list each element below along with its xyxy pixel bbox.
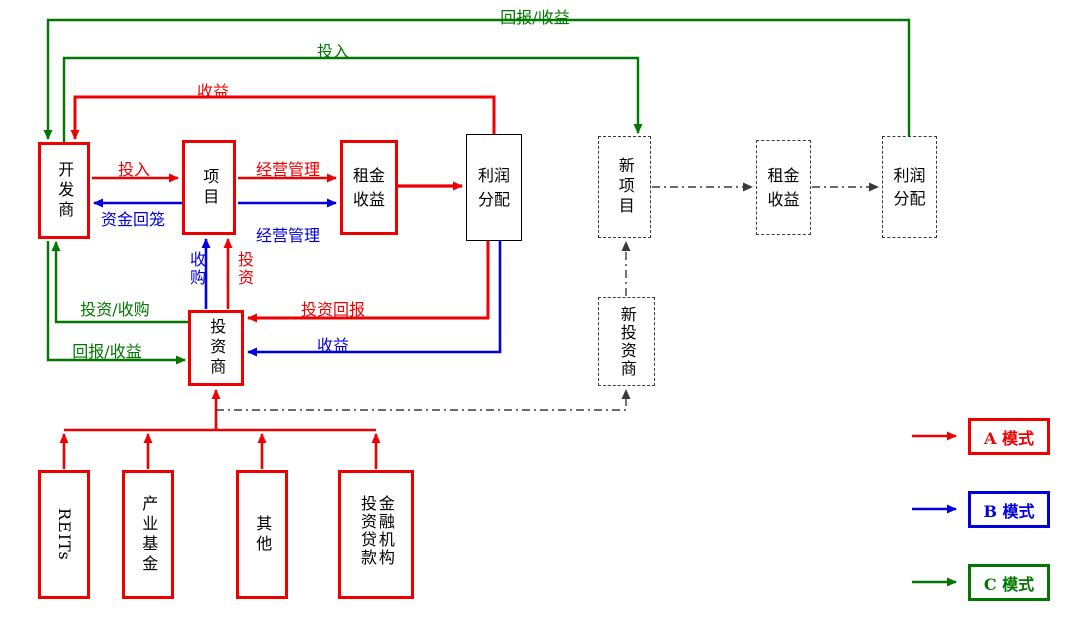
arrow-invest-top	[62, 56, 643, 142]
node-project-label: 项目	[200, 167, 220, 208]
label-return-income-left: 回报/收益	[72, 342, 142, 361]
label-acquire: 收购	[187, 251, 206, 287]
node-other: 其他	[236, 470, 288, 599]
node-industry-fund-label: 产业基金	[139, 494, 159, 575]
node-new-project-label: 新项目	[615, 157, 635, 217]
node-profit-distribution: 利润 分配	[466, 134, 522, 241]
label-income-to-investor: 收益	[316, 336, 350, 355]
legend-mode-a-label: A 模式	[984, 428, 1034, 448]
node-developer-label: 开发商	[55, 160, 75, 221]
arrow-return-income-top	[43, 18, 911, 140]
label-invest-top: 投入	[316, 42, 350, 61]
node-reits: REITs	[38, 470, 90, 599]
label-invest-up: 投资	[235, 251, 254, 287]
node-other-label: 其他	[253, 514, 273, 555]
node-rent-income-label: 租金 收益	[352, 166, 385, 209]
node-industry-fund: 产业基金	[122, 470, 174, 599]
label-operation-mgmt-a: 经营管理	[255, 160, 321, 179]
label-investment-return: 投资回报	[300, 300, 366, 319]
arrow-income-to-investor	[247, 241, 502, 357]
node-developer: 开发商	[38, 142, 90, 239]
label-capital-return: 资金回笼	[100, 210, 166, 229]
legend-mode-b-label: B 模式	[983, 501, 1035, 521]
node-financial-institution-label: 金融机构投资贷款	[358, 494, 395, 567]
label-invest-dev-proj: 投入	[117, 160, 151, 179]
node-rent-income-new: 租金 收益	[756, 140, 811, 235]
node-profit-distribution-new-label: 利润 分配	[893, 165, 926, 208]
legend-mode-c: C 模式	[968, 564, 1050, 601]
node-profit-distribution-label: 利润 分配	[477, 166, 510, 209]
node-project: 项目	[182, 140, 236, 235]
node-new-investor-label: 新投资商	[617, 305, 637, 378]
legend-mode-c-label: C 模式	[983, 574, 1035, 594]
arrow-investment-return	[247, 241, 490, 323]
label-invest-acquire: 投资/收购	[80, 300, 150, 319]
label-operation-mgmt-b: 经营管理	[255, 226, 321, 245]
node-rent-income: 租金 收益	[340, 140, 398, 235]
legend-mode-b: B 模式	[968, 491, 1050, 528]
node-profit-distribution-new: 利润 分配	[882, 136, 937, 238]
node-rent-income-new-label: 租金 收益	[767, 166, 800, 209]
label-return-income-top: 回报/收益	[500, 8, 570, 27]
node-new-investor: 新投资商	[598, 297, 655, 386]
legend-mode-a: A 模式	[968, 418, 1050, 455]
arrow-funds-to-new-investor	[216, 389, 631, 411]
label-income-top: 收益	[196, 82, 230, 101]
node-reits-label: REITs	[55, 508, 75, 561]
node-financial-institution: 金融机构投资贷款	[338, 470, 414, 599]
node-investor-label: 投资商	[207, 318, 227, 378]
node-new-project: 新项目	[598, 136, 651, 238]
node-investor: 投资商	[188, 310, 244, 386]
arrow-income-top	[70, 95, 496, 140]
